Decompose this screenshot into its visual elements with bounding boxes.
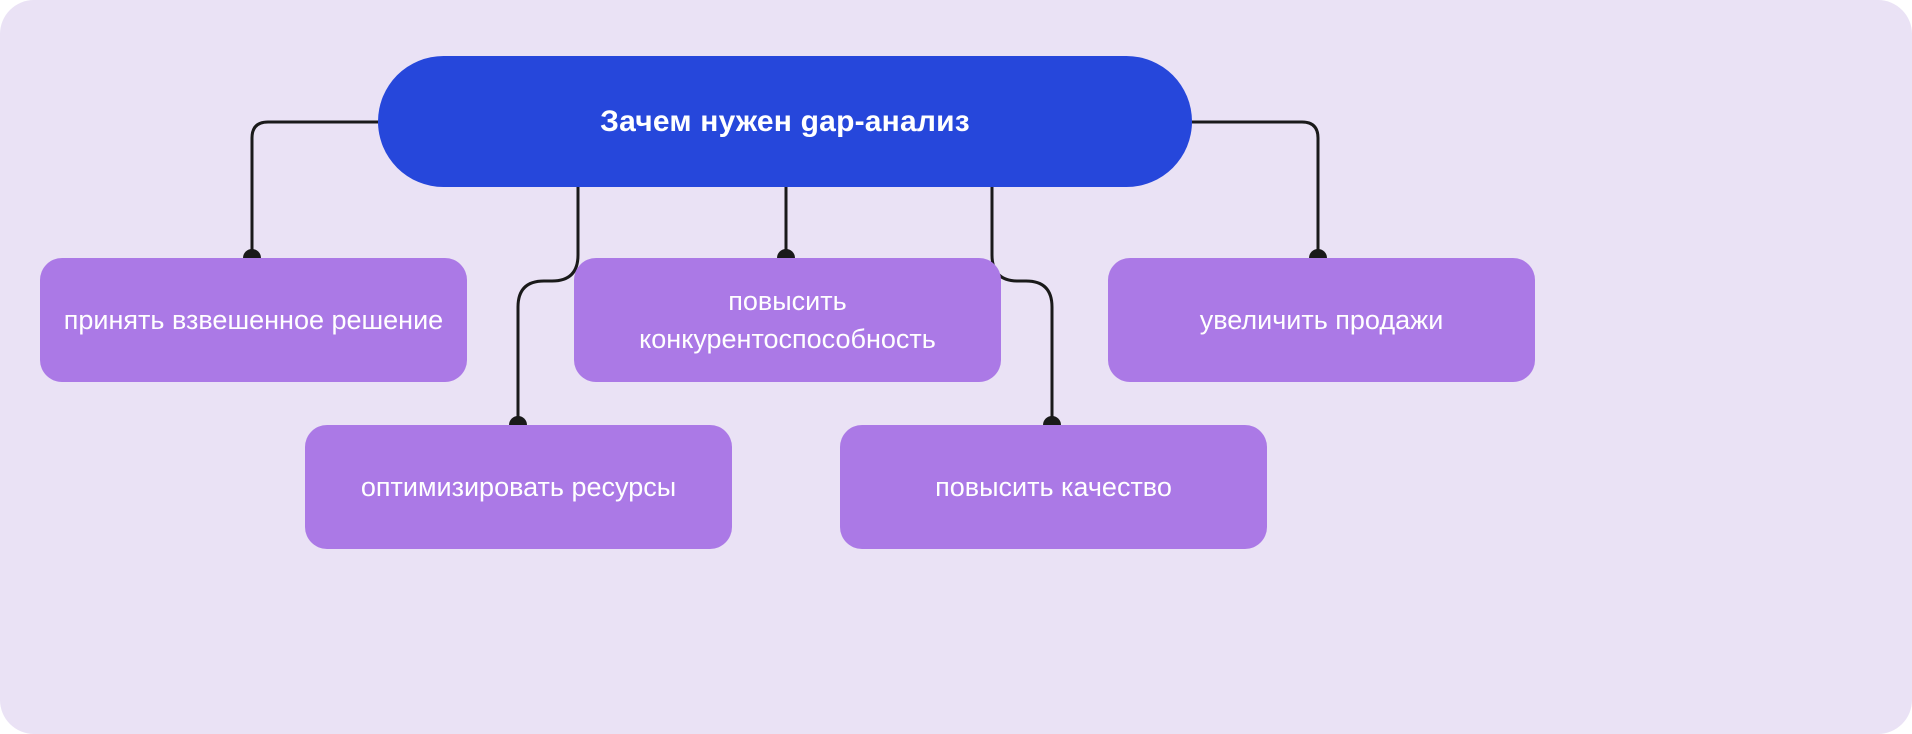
child-node-increase-sales[interactable]: увеличить продажи — [1108, 258, 1535, 382]
connector-child-1 — [250, 120, 378, 258]
child-node-accept-decision[interactable]: принять взвешенное решение — [40, 258, 467, 382]
connector-child-4 — [990, 187, 1054, 425]
connector-child-5 — [1192, 120, 1320, 258]
root-node-label: Зачем нужен gap-анализ — [600, 104, 970, 138]
root-node[interactable]: Зачем нужен gap-анализ — [378, 56, 1192, 187]
child-node-label: принять взвешенное решение — [63, 304, 444, 335]
child-node-optimize-resources[interactable]: оптимизировать ресурсы — [305, 425, 732, 549]
child-node-increase-competitiveness[interactable]: повысить конкурентоспособность — [574, 258, 1001, 382]
child-node-label: оптимизировать ресурсы — [360, 471, 677, 502]
child-node-label: повысить качество — [935, 471, 1172, 502]
child-node-label: повысить конкурентоспособность — [639, 285, 936, 354]
child-node-label: увеличить продажи — [1199, 304, 1444, 335]
child-node-improve-quality[interactable]: повысить качество — [840, 425, 1267, 549]
connector-child-2 — [516, 187, 580, 425]
